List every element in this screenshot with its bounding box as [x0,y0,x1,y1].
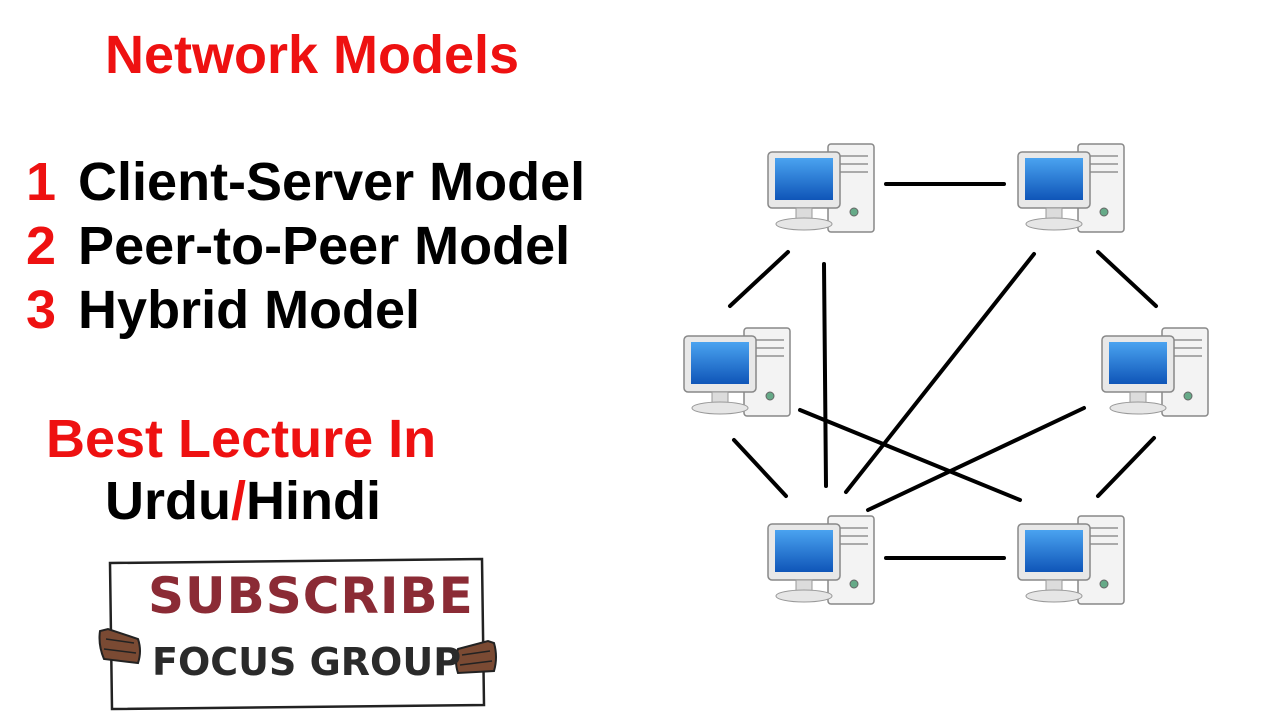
page-title: Network Models [105,25,520,85]
link-mid-left-bottom-right [798,408,1022,502]
network-links [728,182,1158,560]
network-diagram [683,143,1209,605]
promo-line: Best Lecture In [46,409,437,469]
language-urdu: Urdu [105,471,231,531]
computer-icon [1017,515,1125,605]
language-separator: / [230,471,246,531]
model-label: Hybrid Model [78,280,421,340]
computer-icon [683,327,791,417]
model-list: 1 Client-Server Model 2 Peer-to-Peer Model… [26,150,585,342]
computer-icon [1017,143,1125,233]
link-top-left-mid-left [728,250,790,308]
model-label: Peer-to-Peer Model [78,216,571,276]
model-number: 2 [26,216,57,276]
computer-icon [767,143,875,233]
right-hand-icon [455,639,497,675]
link-top-right-bottom-left [844,252,1036,494]
link-mid-right-bottom-right [1096,436,1156,498]
subscribe-sign[interactable] [98,555,498,715]
subscribe-text: SUBSCRIBE [148,567,474,625]
channel-name: FOCUS GROUP [152,640,462,684]
link-top-left-bottom-left [822,262,828,488]
left-hand-icon [98,627,141,665]
link-mid-left-bottom-left [732,438,788,498]
promo-language: Urdu/Hindi [105,470,381,532]
link-top-right-mid-right [1096,250,1158,308]
model-label: Client-Server Model [78,152,586,212]
model-item-hybrid: 3 Hybrid Model [26,278,585,342]
link-mid-right-bottom-left [866,406,1086,512]
model-item-client-server: 1 Client-Server Model [26,150,585,214]
model-number: 1 [26,152,57,212]
model-item-peer-to-peer: 2 Peer-to-Peer Model [26,214,585,278]
model-number: 3 [26,280,57,340]
computer-icon [1101,327,1209,417]
computer-icon [767,515,875,605]
language-hindi: Hindi [246,471,381,531]
